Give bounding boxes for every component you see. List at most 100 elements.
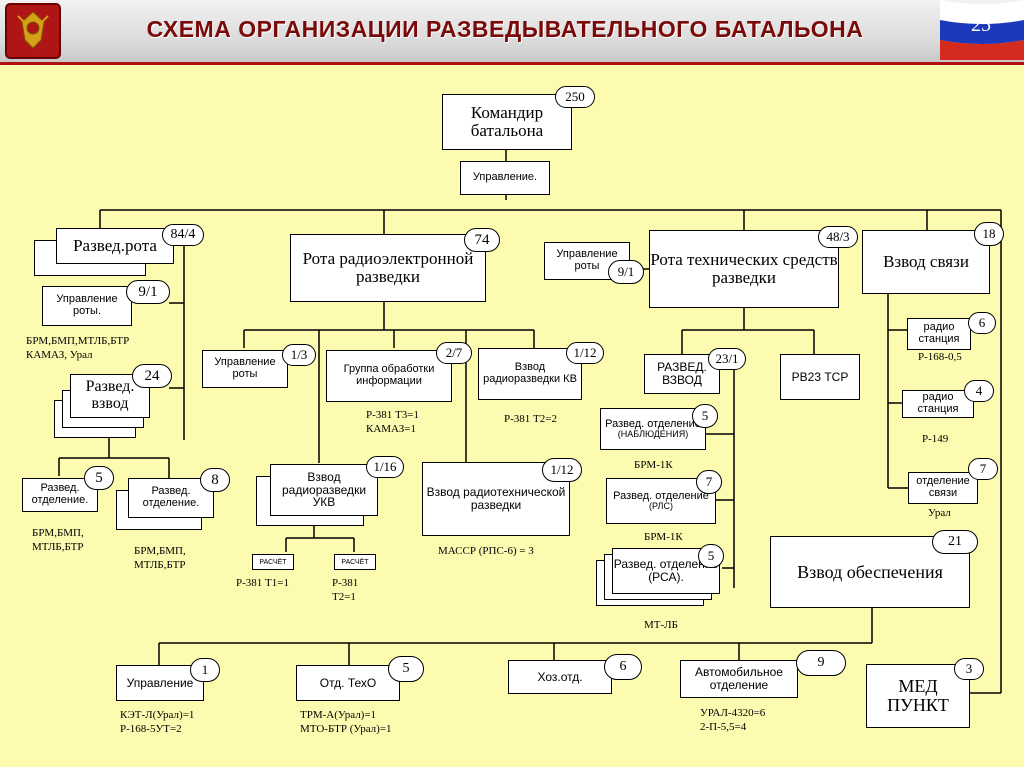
- tsr-upravlenie-label: Управление роты: [556, 248, 618, 272]
- otdelenie-b-box: Развед. отделение.: [128, 478, 214, 518]
- kv-equipment-note: Р-381 Т2=2: [504, 413, 557, 425]
- count-badge: 5: [698, 544, 724, 568]
- gruppa-equipment-note: Р-381 Т3=1 КАМАЗ=1: [366, 409, 419, 436]
- vzvod-kv-box: Взвод радиоразведки КВ: [478, 348, 582, 400]
- radio-1-box: радио станция: [907, 318, 971, 350]
- raschet-2-equipment-note: Р-381 Т2=1: [332, 577, 359, 604]
- count-badge: 1/12: [566, 342, 604, 364]
- vzvod-ukv-box: Взвод радиоразведки УКВ: [270, 464, 378, 516]
- razved-rota-label: Развед.рота: [73, 236, 157, 256]
- count-badge: 7: [968, 458, 998, 480]
- razved-rota-box: Развед.рота: [56, 228, 174, 264]
- emblem-icon: [5, 3, 61, 59]
- count-badge: 84/4: [162, 224, 204, 246]
- count-badge: 1/12: [542, 458, 582, 482]
- avto-label: Автомобильное отделение: [695, 665, 783, 692]
- nabl-equipment-note: БРМ-1К: [634, 459, 673, 471]
- otd-svyazi-label: отделение связи: [916, 475, 970, 499]
- count-badge: 9/1: [608, 260, 644, 284]
- radio-2-equipment-note: Р-149: [922, 433, 949, 445]
- count-badge: 1: [190, 658, 220, 682]
- rls-equipment-note: БРМ-1К: [644, 531, 683, 543]
- page-title: СХЕМА ОРГАНИЗАЦИИ РАЗВЕДЫВАТЕЛЬНОГО БАТА…: [146, 16, 864, 42]
- otdelenie-b-label: Развед. отделение.: [142, 485, 200, 509]
- connector-lines: [58, 148, 1002, 694]
- avto-equipment-note: УРАЛ-4320=6 2-П-5,5=4: [700, 707, 766, 734]
- commander-label: Командир батальона: [470, 103, 544, 140]
- otd-b-equipment-note: БРМ,БМП, МТЛБ,БТР: [134, 545, 186, 572]
- tsr-vzvod-label: РАЗВЕД. ВЗВОД: [657, 360, 707, 387]
- upravlenie-bottom-box: Управление: [116, 665, 204, 701]
- vzvod-svyazi-box: Взвод связи: [862, 230, 990, 294]
- count-badge: 7: [696, 470, 722, 494]
- upravlenie-box: Управление.: [460, 161, 550, 195]
- raschet-1-box: РАСЧЁТ: [252, 554, 294, 570]
- otd-nabl-box: Развед. отделение (НАБЛЮДЕНИЯ): [600, 408, 706, 450]
- hoz-box: Хоз.отд.: [508, 660, 612, 694]
- razved-vzvod-label: Развед. взвод: [85, 378, 135, 412]
- count-badge: 74: [464, 228, 500, 252]
- count-badge: 9/1: [126, 280, 170, 304]
- rtr-equipment-note: МАССР (РПС-6) = 3: [438, 545, 534, 557]
- count-badge: 6: [604, 654, 642, 680]
- count-badge: 5: [84, 466, 114, 490]
- vzvod-kv-label: Взвод радиоразведки КВ: [483, 361, 577, 385]
- count-badge: 18: [974, 222, 1004, 246]
- med-punkt-box: МЕД ПУНКТ: [866, 664, 970, 728]
- count-badge: 21: [932, 530, 978, 554]
- med-punkt-label: МЕД ПУНКТ: [887, 676, 949, 715]
- avto-box: Автомобильное отделение: [680, 660, 798, 698]
- commander-box: Командир батальона: [442, 94, 572, 150]
- svyazi-equipment-note: Урал: [928, 507, 951, 519]
- rota-tsr-box: Рота технических средств разведки: [649, 230, 839, 308]
- vzvod-obesp-label: Взвод обеспечения: [797, 561, 943, 582]
- count-badge: 3: [954, 658, 984, 680]
- tsr-vzvod-box: РАЗВЕД. ВЗВОД: [644, 354, 720, 394]
- rsa-equipment-note: МТ-ЛБ: [644, 619, 678, 631]
- otd-nabl-label: Развед. отделение: [605, 417, 701, 430]
- count-badge: 8: [200, 468, 230, 492]
- vzvod-svyazi-label: Взвод связи: [883, 252, 969, 272]
- russian-flag-icon: [940, 0, 1024, 60]
- radio-1-label: радио станция: [918, 321, 960, 345]
- rota-upravlenie-label: Управление роты.: [56, 293, 118, 317]
- count-badge: 5: [692, 404, 718, 428]
- gruppa-label: Группа обработки информации: [343, 363, 435, 387]
- org-chart-panel: Командир батальона 250 Управление. Разве…: [4, 68, 1020, 765]
- radio-2-label: радио станция: [917, 391, 959, 415]
- vzvod-ukv-label: Взвод радиоразведки УКВ: [281, 470, 367, 510]
- rv23-label: РВ23 ТСР: [791, 369, 849, 384]
- page-number: 25: [971, 14, 991, 36]
- rota-upravlenie-box: Управление роты.: [42, 286, 132, 326]
- rota-equipment-note: БРМ,БМП,МТЛБ,БТР КАМАЗ, Урал: [26, 335, 130, 362]
- otdelenie-a-label: Развед. отделение.: [31, 482, 89, 506]
- radio-1-equipment-note: Р-168-0,5: [918, 351, 962, 363]
- header-bar: СХЕМА ОРГАНИЗАЦИИ РАЗВЕДЫВАТЕЛЬНОГО БАТА…: [0, 0, 1024, 65]
- otd-rls-sublabel: (РЛС): [649, 501, 673, 512]
- otd-svyazi-box: отделение связи: [908, 472, 978, 504]
- upravlenie-bottom-label: Управление: [126, 675, 194, 690]
- upr-bottom-equipment-note: КЭТ-Л(Урал)=1 Р-168-5УТ=2: [120, 709, 195, 736]
- raschet-2-label: РАСЧЁТ: [341, 558, 369, 566]
- rota-rer-box: Рота радиоэлектронной разведки: [290, 234, 486, 302]
- count-badge: 24: [132, 364, 172, 388]
- count-badge: 6: [968, 312, 996, 334]
- radio-2-box: радио станция: [902, 390, 974, 418]
- rota-tsr-label: Рота технических средств разведки: [650, 250, 838, 287]
- rv23-box: РВ23 ТСР: [780, 354, 860, 400]
- gruppa-box: Группа обработки информации: [326, 350, 452, 402]
- count-badge: 2/7: [436, 342, 472, 364]
- raschet-1-label: РАСЧЁТ: [259, 558, 287, 566]
- raschet-2-box: РАСЧЁТ: [334, 554, 376, 570]
- rer-upravlenie-box: Управление роты: [202, 350, 288, 388]
- count-badge: 1/3: [282, 344, 316, 366]
- count-badge: 48/3: [818, 226, 858, 248]
- otd-a-equipment-note: БРМ,БМП, МТЛБ,БТР: [32, 527, 84, 554]
- count-badge: 1/16: [366, 456, 404, 478]
- raschet-1-equipment-note: Р-381 Т1=1: [236, 577, 289, 589]
- rota-rer-label: Рота радиоэлектронной разведки: [302, 249, 474, 286]
- count-badge: 5: [388, 656, 424, 682]
- teho-box: Отд. ТехО: [296, 665, 400, 701]
- teho-label: Отд. ТехО: [319, 675, 377, 690]
- rer-upravlenie-label: Управление роты: [214, 356, 276, 380]
